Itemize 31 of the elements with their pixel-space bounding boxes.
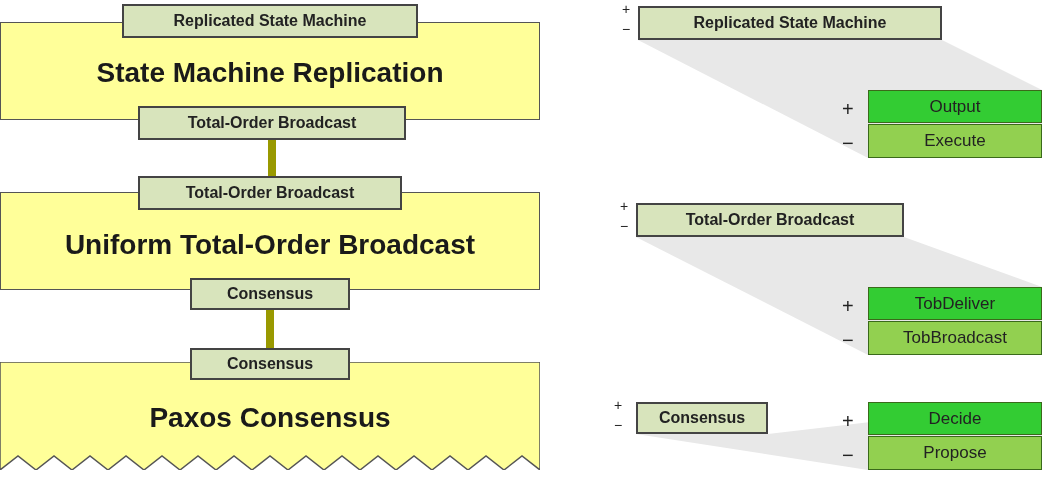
event-box: TobBroadcast (868, 321, 1042, 355)
event-box: Execute (868, 124, 1042, 158)
port-tab: Consensus (636, 402, 768, 434)
polarity-sign: + (842, 295, 854, 316)
port-tab: Total-Order Broadcast (138, 176, 402, 210)
component-title: State Machine Replication (95, 57, 445, 89)
polarity-sign: + (842, 410, 854, 431)
polarity-sign: − (842, 330, 854, 350)
event-box: Output (868, 90, 1042, 123)
event-box: TobDeliver (868, 287, 1042, 320)
polarity-sign: + (620, 199, 629, 213)
port-tab: Total-Order Broadcast (138, 106, 406, 140)
polarity-sign: + (622, 2, 631, 16)
polarity-sign: − (842, 445, 854, 465)
event-box: Decide (868, 402, 1042, 435)
port-tab: Replicated State Machine (638, 6, 942, 40)
connector-line (268, 140, 276, 176)
component-title: Paxos Consensus (148, 402, 392, 434)
connector-line (266, 310, 274, 348)
component-title: Uniform Total-Order Broadcast (63, 229, 477, 261)
polarity-sign: − (622, 22, 631, 36)
port-tab: Replicated State Machine (122, 4, 418, 38)
polarity-sign: + (614, 398, 623, 412)
event-box: Propose (868, 436, 1042, 470)
port-tab: Consensus (190, 278, 350, 310)
polarity-sign: + (842, 98, 854, 119)
polarity-sign: − (614, 418, 623, 432)
port-tab: Consensus (190, 348, 350, 380)
port-tab: Total-Order Broadcast (636, 203, 904, 237)
polarity-sign: − (842, 133, 854, 153)
polarity-sign: − (620, 219, 629, 233)
